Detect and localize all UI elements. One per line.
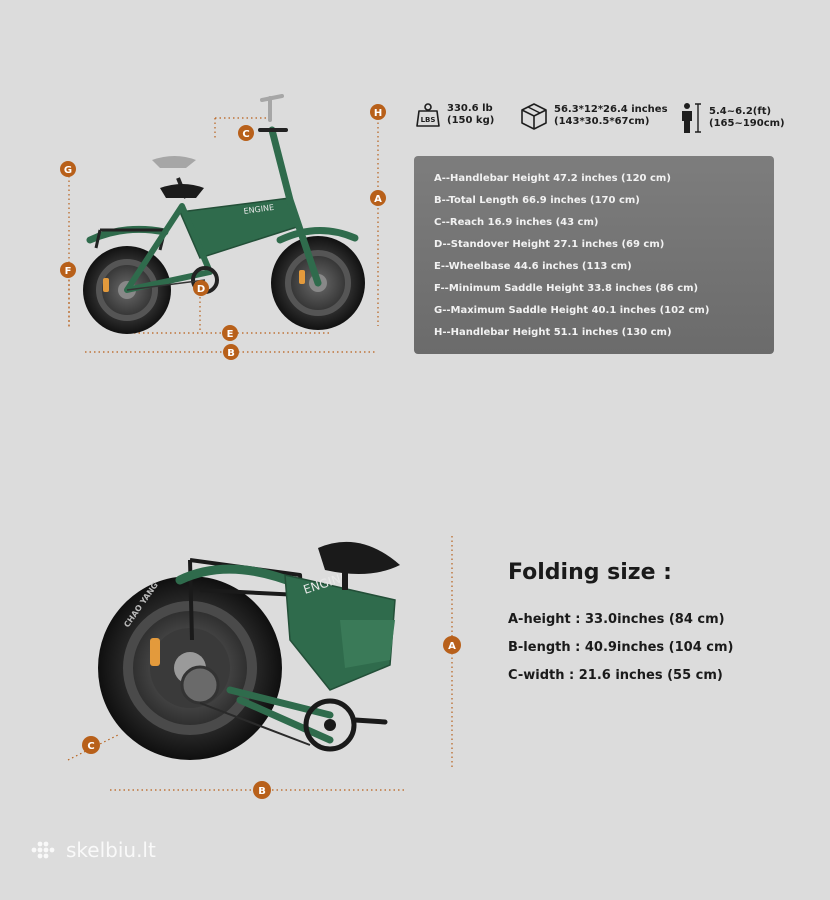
marker-b: B <box>223 344 239 360</box>
spec-a: A--Handlebar Height 47.2 inches (120 cm) <box>434 173 671 184</box>
svg-text:B: B <box>258 786 266 797</box>
cassette <box>180 665 220 705</box>
marker-f: F <box>60 262 76 278</box>
svg-text:D: D <box>197 284 205 295</box>
svg-text:C: C <box>242 129 249 140</box>
spec-summary-row: LBS 330.6 lb (150 kg) 56.3*12*26.4 inche… <box>415 102 815 138</box>
svg-text:F: F <box>65 266 72 277</box>
marker-d: D <box>193 280 209 296</box>
folded-saddle <box>318 541 400 574</box>
svg-text:A: A <box>448 641 456 652</box>
watermark: skelbiu.lt <box>30 838 156 862</box>
package-spec: 56.3*12*26.4 inches (143*30.5*67cm) <box>520 102 668 130</box>
frame-brand-logo: ENGINE <box>243 203 275 216</box>
folded-chain <box>199 702 311 746</box>
folding-width: C-width : 21.6 inches (55 cm) <box>508 668 723 683</box>
weight-lbs-icon: LBS <box>416 103 440 127</box>
svg-text:LBS: LBS <box>421 116 436 124</box>
spec-e: E--Wheelbase 44.6 inches (113 cm) <box>434 261 632 272</box>
package-box-icon <box>521 103 547 130</box>
marker-e: E <box>222 325 238 341</box>
svg-text:C: C <box>87 741 94 752</box>
folding-size-list: A-height : 33.0inches (84 cm) B-length :… <box>508 612 733 696</box>
rider-height-icon <box>682 103 701 133</box>
folding-height: A-height : 33.0inches (84 cm) <box>508 612 725 627</box>
unfolded-frame: ENGINE <box>124 126 322 293</box>
spec-g: G--Maximum Saddle Height 40.1 inches (10… <box>434 305 710 316</box>
front-fender <box>276 226 359 244</box>
fold-marker-b: B <box>253 781 271 799</box>
spec-c: C--Reach 16.9 inches (43 cm) <box>434 217 599 228</box>
marker-a: A <box>370 190 386 206</box>
ghost-raised-parts <box>152 94 284 168</box>
weight-spec: LBS 330.6 lb (150 kg) <box>415 102 494 128</box>
svg-text:H: H <box>374 108 382 119</box>
fold-marker-c: C <box>82 736 100 754</box>
pedal <box>352 717 388 725</box>
package-cm: (143*30.5*67cm) <box>554 116 650 127</box>
saddle <box>160 184 204 198</box>
unfolded-chain <box>126 279 206 291</box>
dimension-specs-panel: A--Handlebar Height 47.2 inches (120 cm)… <box>414 156 774 354</box>
watermark-dots-icon <box>31 841 55 859</box>
svg-text:B: B <box>227 348 235 359</box>
folded-markers: A B C <box>82 636 461 799</box>
svg-text:G: G <box>64 165 72 176</box>
spec-h: H--Handlebar Height 51.1 inches (130 cm) <box>434 327 672 338</box>
folded-chainring <box>303 698 357 752</box>
rider-height-ft: 5.4~6.2(ft) <box>709 106 772 117</box>
folding-length: B-length : 40.9inches (104 cm) <box>508 640 734 655</box>
fold-marker-a: A <box>443 636 461 654</box>
rider-height-cm: (165~190cm) <box>709 118 785 129</box>
spec-f: F--Minimum Saddle Height 33.8 inches (86… <box>434 283 699 294</box>
folded-frame: ENGINE <box>226 569 396 744</box>
rider-height-spec: 5.4~6.2(ft) (165~190cm) <box>677 102 785 134</box>
watermark-text: skelbiu.lt <box>66 838 156 862</box>
folding-size-title: Folding size : <box>508 560 672 585</box>
marker-c: C <box>238 125 254 141</box>
package-inches: 56.3*12*26.4 inches <box>554 104 668 115</box>
unfolded-markers: H C G A F D E B <box>60 104 386 360</box>
spec-d: D--Standover Height 27.1 inches (69 cm) <box>434 239 665 250</box>
spec-b: B--Total Length 66.9 inches (170 cm) <box>434 195 640 206</box>
svg-text:E: E <box>227 329 234 340</box>
svg-text:A: A <box>374 194 382 205</box>
marker-h: H <box>370 104 386 120</box>
marker-g: G <box>60 161 76 177</box>
weight-kg: (150 kg) <box>447 115 495 126</box>
weight-lb: 330.6 lb <box>447 103 493 114</box>
